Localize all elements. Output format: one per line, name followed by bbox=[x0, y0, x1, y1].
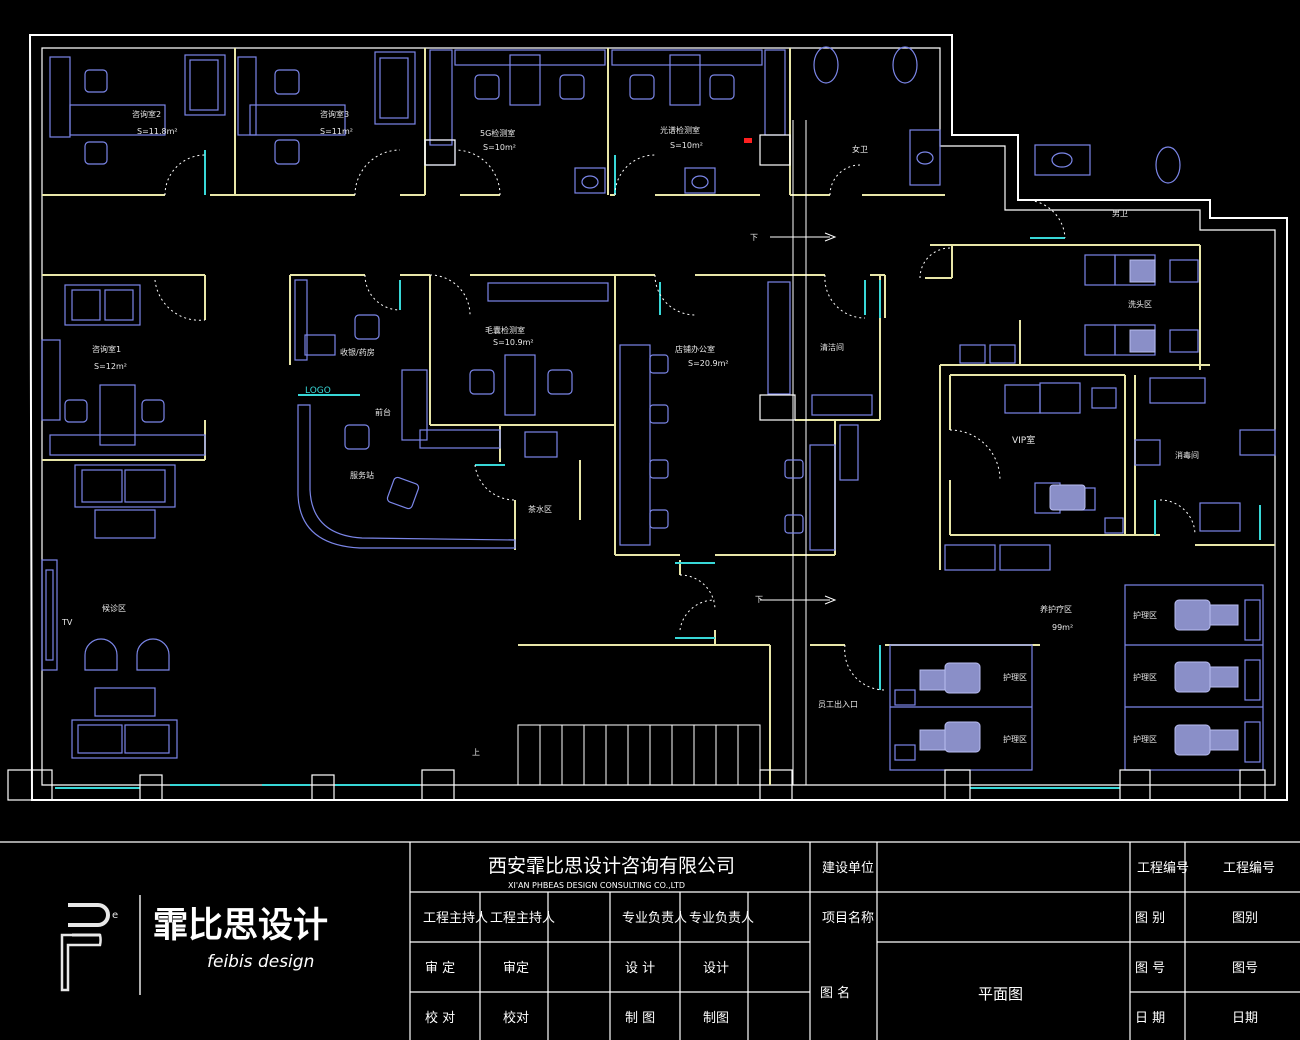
tb-lead-label-1: 专业负责人 bbox=[622, 911, 687, 926]
tb-date-value: 日期 bbox=[1232, 1011, 1258, 1026]
tb-review-value: 审定 bbox=[503, 961, 529, 976]
tb-project-no-value: 工程编号 bbox=[1223, 861, 1275, 876]
tb-build-unit: 建设单位 bbox=[822, 861, 874, 876]
label-stair-down-2: 下 bbox=[755, 595, 763, 604]
label-waiting: 候诊区 bbox=[102, 603, 126, 613]
label-office: 店铺办公室 bbox=[675, 344, 715, 354]
label-treatment: 养护疗区 bbox=[1040, 604, 1072, 614]
tb-project-name: 项目名称 bbox=[822, 910, 874, 926]
tb-date-label: 日 期 bbox=[1135, 1011, 1165, 1026]
tb-host-label-1: 工程主持人 bbox=[423, 911, 488, 926]
company-name-en: XI'AN PHBEAS DESIGN CONSULTING CO.,LTD bbox=[508, 881, 685, 890]
furniture bbox=[41, 46, 1276, 771]
tb-design-value: 设计 bbox=[703, 961, 729, 976]
label-restroom-f: 女卫 bbox=[852, 144, 868, 154]
tb-design-label: 设 计 bbox=[625, 961, 655, 976]
brand-logo-icon: e bbox=[60, 903, 118, 992]
area-treatment: 99m² bbox=[1052, 623, 1073, 632]
label-care-2: 护理区 bbox=[1003, 734, 1027, 744]
label-restroom-m: 男卫 bbox=[1112, 209, 1128, 218]
label-care-4: 护理区 bbox=[1133, 672, 1157, 682]
svg-text:e: e bbox=[112, 910, 118, 921]
label-stair-down-1: 下 bbox=[750, 233, 758, 242]
label-front: 前台 bbox=[375, 407, 391, 417]
title-block: e 霏比思设计 feibis design 西安霏比思设计咨询有限公司 XI'A… bbox=[0, 841, 1300, 1040]
area-consult2: S=11.8m² bbox=[137, 127, 178, 136]
tb-sheet-label: 图 别 bbox=[1135, 911, 1165, 926]
column-lines bbox=[792, 120, 807, 785]
area-ultra: S=10m² bbox=[670, 141, 703, 150]
tb-drawing-name-value: 平面图 bbox=[978, 985, 1023, 1003]
tb-check-value: 校对 bbox=[503, 1010, 529, 1026]
door-swings bbox=[154, 149, 1196, 691]
tb-project-no-label: 工程编号 bbox=[1137, 861, 1189, 876]
brand-name-en: feibis design bbox=[207, 952, 314, 972]
tb-no-label: 图 号 bbox=[1135, 961, 1165, 976]
label-water: 茶水区 bbox=[528, 504, 552, 514]
tb-check-label: 校 对 bbox=[425, 1010, 455, 1026]
area-consult1: S=12m² bbox=[94, 362, 127, 371]
label-laundry: 清洁间 bbox=[820, 342, 844, 352]
label-tv: TV bbox=[61, 618, 73, 627]
tb-drawing-name-label: 图 名 bbox=[820, 985, 850, 1001]
area-office: S=20.9m² bbox=[688, 359, 729, 368]
label-pharmacy: 收银/药房 bbox=[340, 347, 375, 357]
area-consult3: S=11m² bbox=[320, 127, 353, 136]
label-consult3: 咨询室3 bbox=[320, 109, 349, 119]
glazing bbox=[55, 150, 1261, 789]
company-name-cn: 西安霏比思设计咨询有限公司 bbox=[488, 855, 735, 877]
tb-review-label: 审 定 bbox=[425, 961, 455, 976]
area-5g: S=10m² bbox=[483, 143, 516, 152]
label-consult1: 咨询室1 bbox=[92, 344, 121, 354]
label-service: 服务站 bbox=[350, 470, 374, 480]
label-logo: LOGO bbox=[305, 386, 331, 396]
marker bbox=[744, 138, 752, 143]
outer-walls bbox=[28, 34, 1288, 801]
label-care-3: 护理区 bbox=[1133, 610, 1157, 620]
label-vip: VIP室 bbox=[1012, 434, 1035, 446]
label-ultra: 光谱检测室 bbox=[660, 125, 700, 135]
area-skin: S=10.9m² bbox=[493, 338, 534, 347]
tb-draft-value: 制图 bbox=[703, 1011, 729, 1026]
label-care-1: 护理区 bbox=[1003, 672, 1027, 682]
tb-sheet-value: 图别 bbox=[1232, 911, 1258, 926]
stairs bbox=[517, 232, 837, 786]
tb-host-label-2: 工程主持人 bbox=[490, 911, 555, 926]
columns bbox=[7, 134, 1266, 801]
label-staff-entry: 员工出入口 bbox=[818, 699, 858, 709]
treatment-chairs bbox=[919, 259, 1239, 756]
label-skin: 毛囊检测室 bbox=[485, 325, 525, 335]
label-care-5: 护理区 bbox=[1133, 734, 1157, 744]
room-labels: 咨询室2 S=11.8m² 咨询室3 S=11m² 5G检测室 S=10m² 光… bbox=[61, 109, 1199, 757]
label-wash: 洗头区 bbox=[1128, 299, 1152, 309]
label-consult2: 咨询室2 bbox=[132, 109, 161, 119]
brand-name-cn: 霏比思设计 bbox=[153, 906, 328, 946]
tb-lead-label-2: 专业负责人 bbox=[689, 911, 754, 926]
label-5g: 5G检测室 bbox=[480, 128, 515, 138]
tb-no-value: 图号 bbox=[1232, 961, 1258, 976]
tb-draft-label: 制 图 bbox=[625, 1011, 655, 1026]
label-disinfect: 消毒间 bbox=[1175, 450, 1199, 460]
label-stair-up: 上 bbox=[472, 748, 480, 757]
